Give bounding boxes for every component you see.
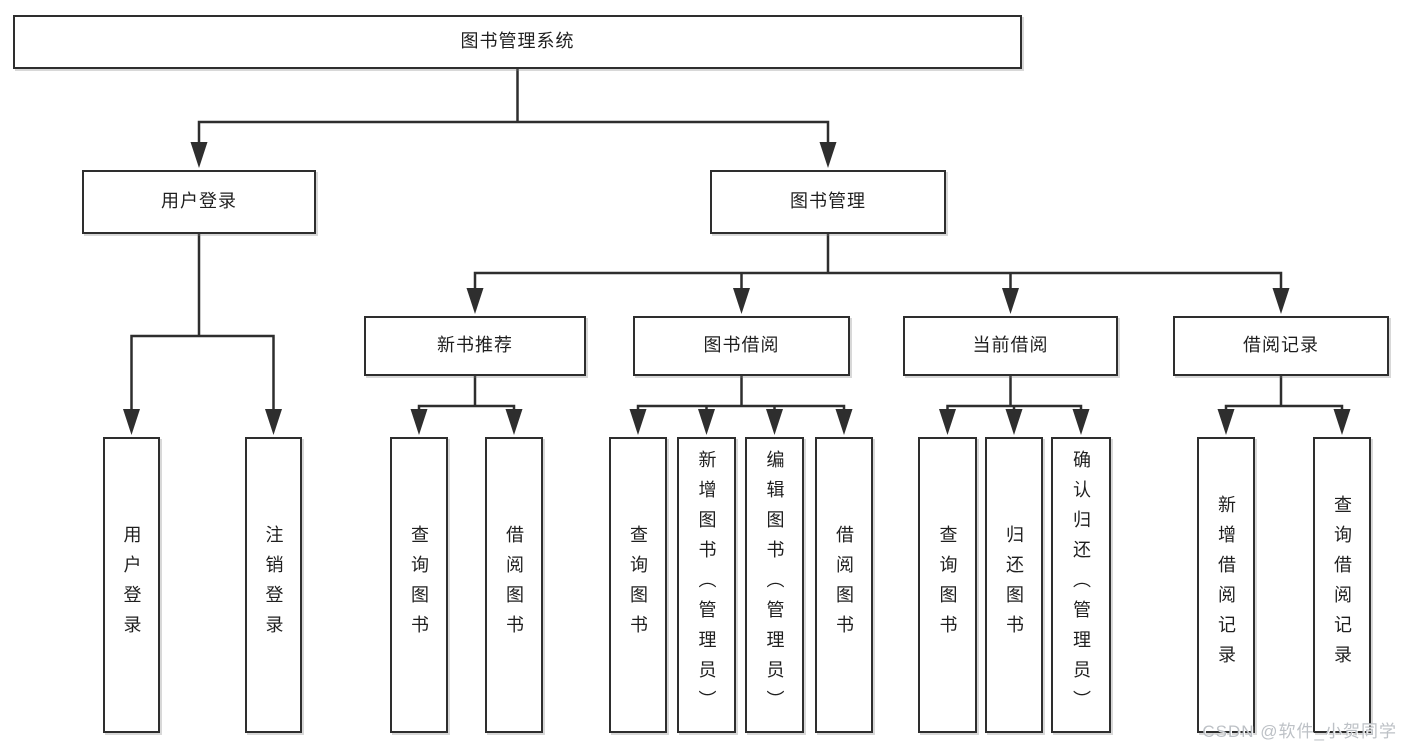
node-borrowing-edit-books-admin: 编辑图书（管理员）	[745, 437, 804, 733]
arrowhead-icon	[629, 409, 647, 435]
node-label: 查询借阅记录	[1332, 495, 1352, 675]
node-records-query-borrow-record: 查询借阅记录	[1313, 437, 1371, 733]
arrowhead-icon	[410, 409, 428, 435]
node-label: 借阅记录	[1243, 335, 1319, 356]
node-records-add-borrow-record: 新增借阅记录	[1197, 437, 1255, 733]
node-book-borrowing: 图书借阅	[633, 316, 850, 376]
arrowhead-icon	[819, 142, 837, 168]
connector	[473, 232, 1283, 304]
node-label: 注销登录	[263, 525, 284, 645]
arrowhead-icon	[1005, 409, 1023, 435]
node-label: 归还图书	[1004, 525, 1024, 645]
connector	[417, 374, 516, 425]
node-logout-action: 注销登录	[245, 437, 302, 733]
node-borrowing-borrow-books: 借阅图书	[815, 437, 873, 733]
node-label: 图书管理系统	[460, 31, 575, 52]
arrowhead-icon	[190, 142, 208, 168]
node-label: 图书管理	[790, 191, 866, 212]
node-label: 新书推荐	[437, 335, 513, 356]
node-label: 查询图书	[409, 525, 429, 645]
connector	[1224, 374, 1344, 425]
node-user-login: 用户登录	[82, 170, 316, 234]
node-label: 新增图书（管理员）	[696, 450, 717, 720]
arrowhead-icon	[123, 409, 140, 435]
arrowhead-icon	[835, 409, 853, 435]
node-label: 当前借阅	[972, 335, 1049, 356]
connector	[636, 374, 846, 425]
arrowhead-icon	[1002, 288, 1019, 314]
node-label: 确认归还（管理员）	[1071, 450, 1091, 720]
node-book-management: 图书管理	[710, 170, 946, 234]
node-user-login-action: 用户登录	[103, 437, 160, 733]
node-borrowing-query-books: 查询图书	[609, 437, 667, 733]
arrowhead-icon	[505, 409, 523, 435]
arrowhead-icon	[939, 409, 956, 435]
node-current-confirm-return-admin: 确认归还（管理员）	[1051, 437, 1111, 733]
node-current-query-books: 查询图书	[918, 437, 977, 733]
node-new-book-recommendation: 新书推荐	[364, 316, 586, 376]
node-label: 查询图书	[937, 525, 958, 645]
node-current-return-books: 归还图书	[985, 437, 1043, 733]
node-label: 查询图书	[628, 525, 648, 645]
node-recommend-borrow-books: 借阅图书	[485, 437, 543, 733]
node-library-system: 图书管理系统	[13, 15, 1022, 69]
connector	[197, 67, 830, 158]
node-label: 借阅图书	[504, 525, 524, 645]
connector	[130, 232, 275, 425]
arrowhead-icon	[698, 409, 715, 435]
node-current-borrowing: 当前借阅	[903, 316, 1118, 376]
node-label: 用户登录	[121, 525, 142, 645]
arrowhead-icon	[1272, 288, 1290, 314]
node-borrowing-add-books-admin: 新增图书（管理员）	[677, 437, 736, 733]
node-label: 新增借阅记录	[1216, 495, 1236, 675]
arrowhead-icon	[1333, 409, 1351, 435]
arrowhead-icon	[265, 409, 282, 435]
arrowhead-icon	[1217, 409, 1235, 435]
watermark: CSDN @软件_小贺同学	[1202, 722, 1397, 741]
arrowhead-icon	[1072, 409, 1090, 435]
arrowhead-icon	[766, 409, 783, 435]
node-label: 用户登录	[161, 191, 237, 212]
node-borrowing-records: 借阅记录	[1173, 316, 1389, 376]
node-recommend-query-books: 查询图书	[390, 437, 448, 733]
arrowhead-icon	[466, 288, 484, 314]
node-label: 图书借阅	[703, 335, 780, 356]
node-label: 编辑图书（管理员）	[764, 450, 785, 720]
arrowhead-icon	[733, 288, 750, 314]
node-label: 借阅图书	[834, 525, 854, 645]
